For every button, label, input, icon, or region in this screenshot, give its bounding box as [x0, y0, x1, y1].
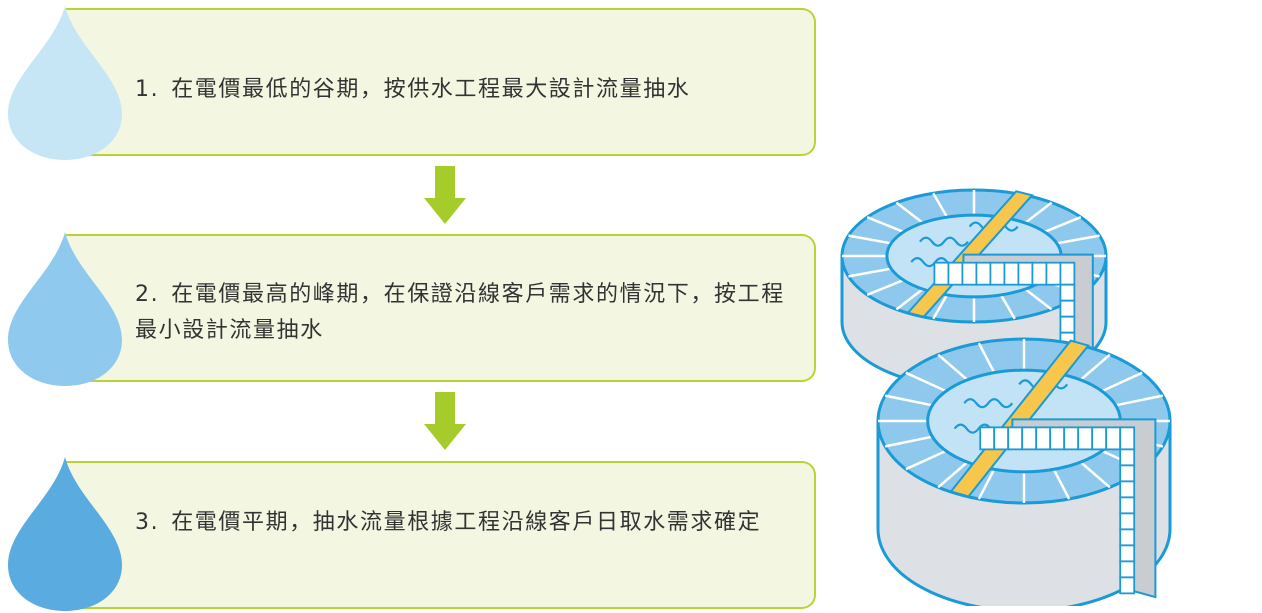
step-2-label: 在電價最高的峰期，在保證沿線客戶需求的情況下，按工程最小設計流量抽水 — [135, 282, 785, 343]
reservoir-back-grid-cell — [1059, 299, 1076, 318]
reservoir-front-grid-cell — [1049, 426, 1066, 451]
reservoir-back-grid-cell — [989, 261, 1006, 286]
reservoir-back-ring-segment — [866, 278, 904, 296]
reservoir-front-grid-cell — [1021, 426, 1038, 451]
reservoir-back-grid-cell — [1017, 261, 1034, 286]
reservoir-back-grid-cell — [1059, 315, 1076, 334]
reservoir-back-grid-cell — [961, 261, 978, 286]
reservoir-front-grid-cell — [1077, 426, 1094, 451]
step-3-label: 在電價平期，抽水流量根據工程沿線客戶日取水需求確定 — [171, 510, 762, 535]
reservoir-front-grid-cell — [1119, 512, 1136, 531]
reservoir-back-ring-segment — [932, 192, 949, 218]
reservoir-front-grid-cell — [1119, 480, 1136, 499]
step-3-text: 3. 在電價平期，抽水流量根據工程沿線客戶日取水需求確定 — [135, 505, 785, 541]
reservoir-front-ring-segment — [977, 342, 996, 374]
step-2-text: 2.在電價最高的峰期，在保證沿線客戶需求的情況下，按工程最小設計流量抽水 — [135, 277, 785, 349]
reservoir-front-ring-segment — [937, 353, 969, 381]
reservoir-front-ring-segment — [1052, 468, 1071, 500]
reservoir-front-grid-cell — [993, 426, 1010, 451]
reservoir-front-wave — [963, 398, 1014, 409]
reservoir-front-grid-cell — [1119, 528, 1136, 547]
reservoir-front-grid-cell — [1105, 426, 1122, 451]
reservoir-back-grid-cell — [947, 261, 964, 286]
step-1-label: 在電價最低的谷期，按供水工程最大設計流量抽水 — [171, 77, 691, 102]
water-drop-icon-2 — [8, 232, 122, 386]
water-drop-icon-3 — [8, 457, 122, 611]
reservoir-back-ring-segment — [895, 201, 924, 224]
reservoir-front-ring-segment — [977, 468, 996, 500]
reservoir-back-grid-cell — [1045, 261, 1062, 286]
reservoir-front-grid-cell — [1119, 576, 1136, 595]
step-1-number: 1. — [135, 77, 160, 102]
reservoir-back-grid-cell — [1059, 261, 1076, 286]
step-2-box — [66, 234, 816, 382]
reservoir-front — [876, 337, 1172, 606]
reservoir-back-ring-segment — [999, 294, 1016, 320]
reservoir-back-grid-cell — [975, 261, 992, 286]
reservoir-front-grid-cell — [1119, 448, 1136, 467]
step-1-text: 1. 在電價最低的谷期，按供水工程最大設計流量抽水 — [135, 72, 785, 108]
reservoir-back-ring-segment — [866, 216, 904, 234]
reservoir-back-grid-cell — [933, 261, 950, 286]
step-1-box — [66, 8, 816, 156]
reservoir-front-grid-cell — [1007, 426, 1024, 451]
reservoir-front-ring-segment — [937, 461, 969, 489]
reservoir-back-ring-segment — [895, 288, 924, 311]
reservoir-front-grid-cell — [1119, 496, 1136, 515]
reservoir-front-grid-cell — [1119, 464, 1136, 483]
reservoir-back-grid-cell — [1059, 283, 1076, 302]
reservoir-front-ring-segment — [905, 371, 947, 393]
reservoir-back-ring-segment — [1056, 234, 1100, 245]
reservoir-back-ring-segment — [1024, 201, 1053, 224]
reservoir-front-ring-segment — [884, 435, 933, 448]
reservoir-front-grid-cell — [1119, 426, 1136, 451]
reservoir-front-grid-cell — [1063, 426, 1080, 451]
reservoir-back-ring-segment — [932, 294, 949, 320]
water-drop-icon-1 — [8, 6, 122, 160]
reservoir-front-ring-segment — [1101, 371, 1143, 393]
step-3-number: 3. — [135, 510, 160, 535]
down-arrow-icon-1 — [424, 166, 466, 224]
reservoir-front-ring-segment — [905, 449, 947, 471]
reservoir-back-ring-segment — [1024, 288, 1053, 311]
reservoir-front-grid-cell — [1119, 560, 1136, 579]
reservoir-front-grid-cell — [979, 426, 996, 451]
reservoir-front-grid-cell — [1035, 426, 1052, 451]
reservoir-front-ring-segment — [1115, 394, 1164, 407]
down-arrow-icon-2 — [424, 392, 466, 450]
reservoir-back-grid-cell — [1031, 261, 1048, 286]
reservoir-front-ring-segment — [884, 394, 933, 407]
reservoir-front-ring-segment — [1079, 461, 1111, 489]
step-3-box — [66, 461, 816, 609]
reservoir-back-ring-segment — [1044, 216, 1082, 234]
reservoir-front-ring-segment — [1079, 353, 1111, 381]
step-2-number: 2. — [135, 282, 160, 307]
reservoir-back-ring-segment — [848, 267, 892, 278]
reservoir-illustration — [840, 188, 1172, 606]
reservoir-front-grid-cell — [1119, 544, 1136, 563]
reservoir-back-ring-segment — [848, 234, 892, 245]
reservoir-back-grid-cell — [1003, 261, 1020, 286]
reservoir-front-grid-cell — [1091, 426, 1108, 451]
reservoir-back-wave — [919, 236, 969, 247]
